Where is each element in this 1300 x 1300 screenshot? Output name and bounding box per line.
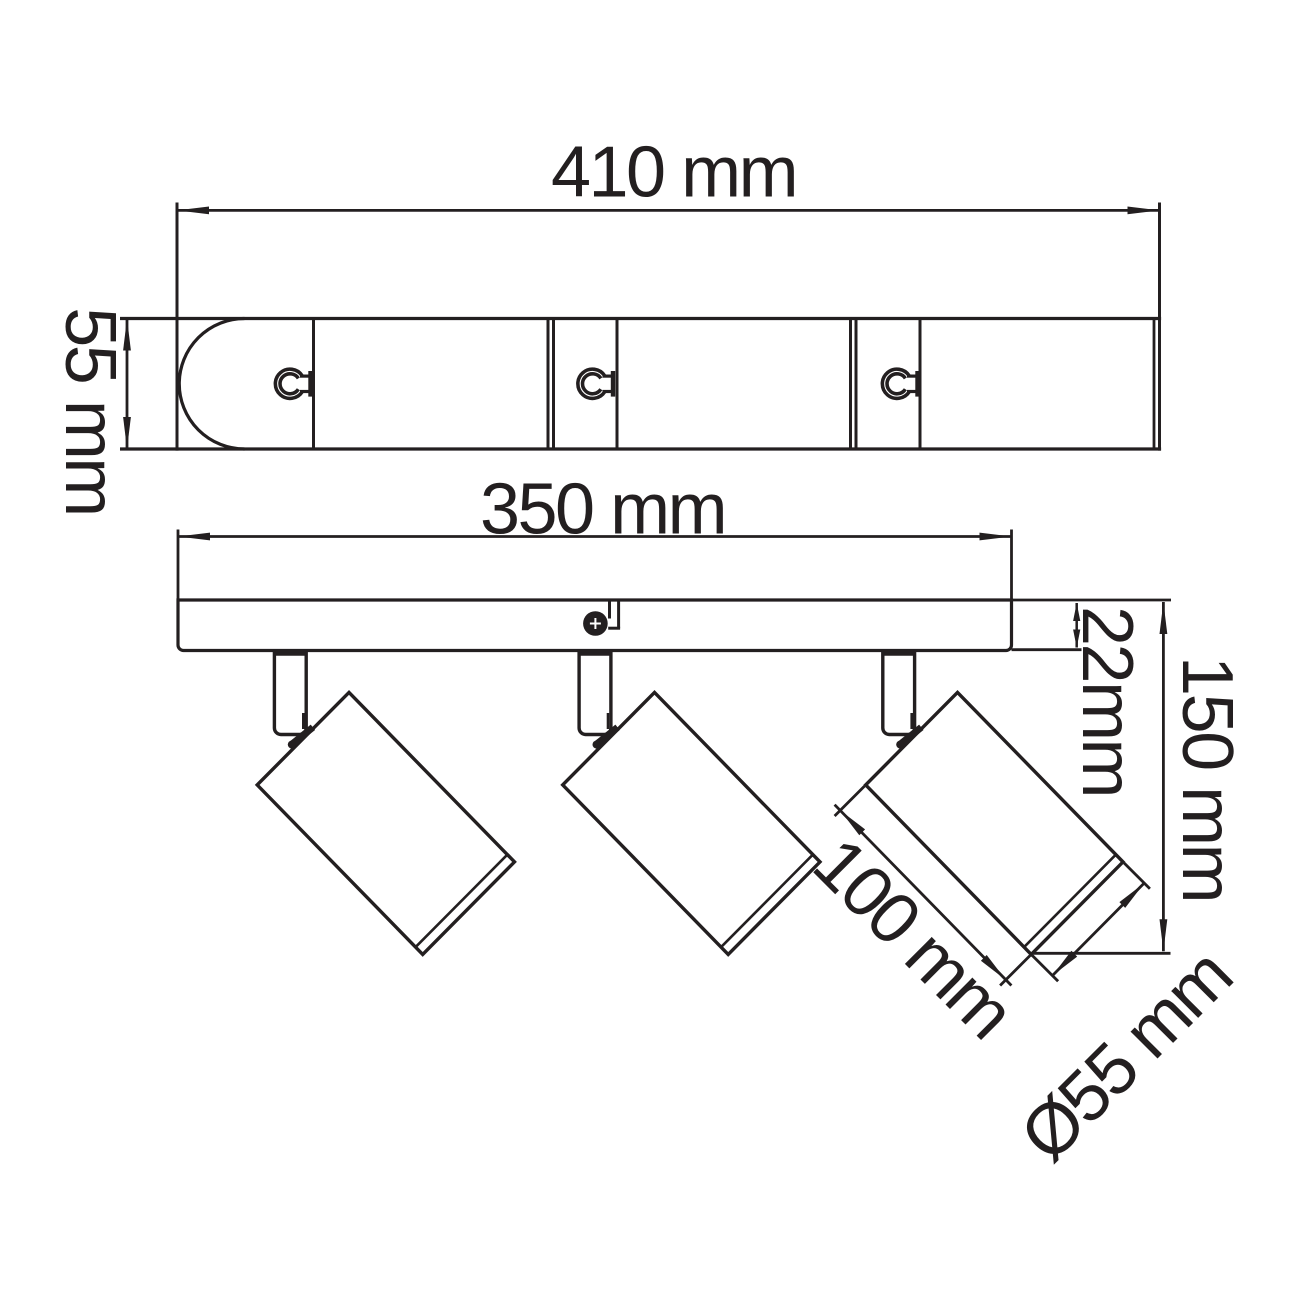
svg-text:22mm: 22mm [1067,606,1147,796]
svg-text:150 mm: 150 mm [1167,656,1247,901]
svg-text:410 mm: 410 mm [551,132,796,212]
svg-text:350 mm: 350 mm [480,470,725,550]
svg-text:55 mm: 55 mm [50,307,130,515]
